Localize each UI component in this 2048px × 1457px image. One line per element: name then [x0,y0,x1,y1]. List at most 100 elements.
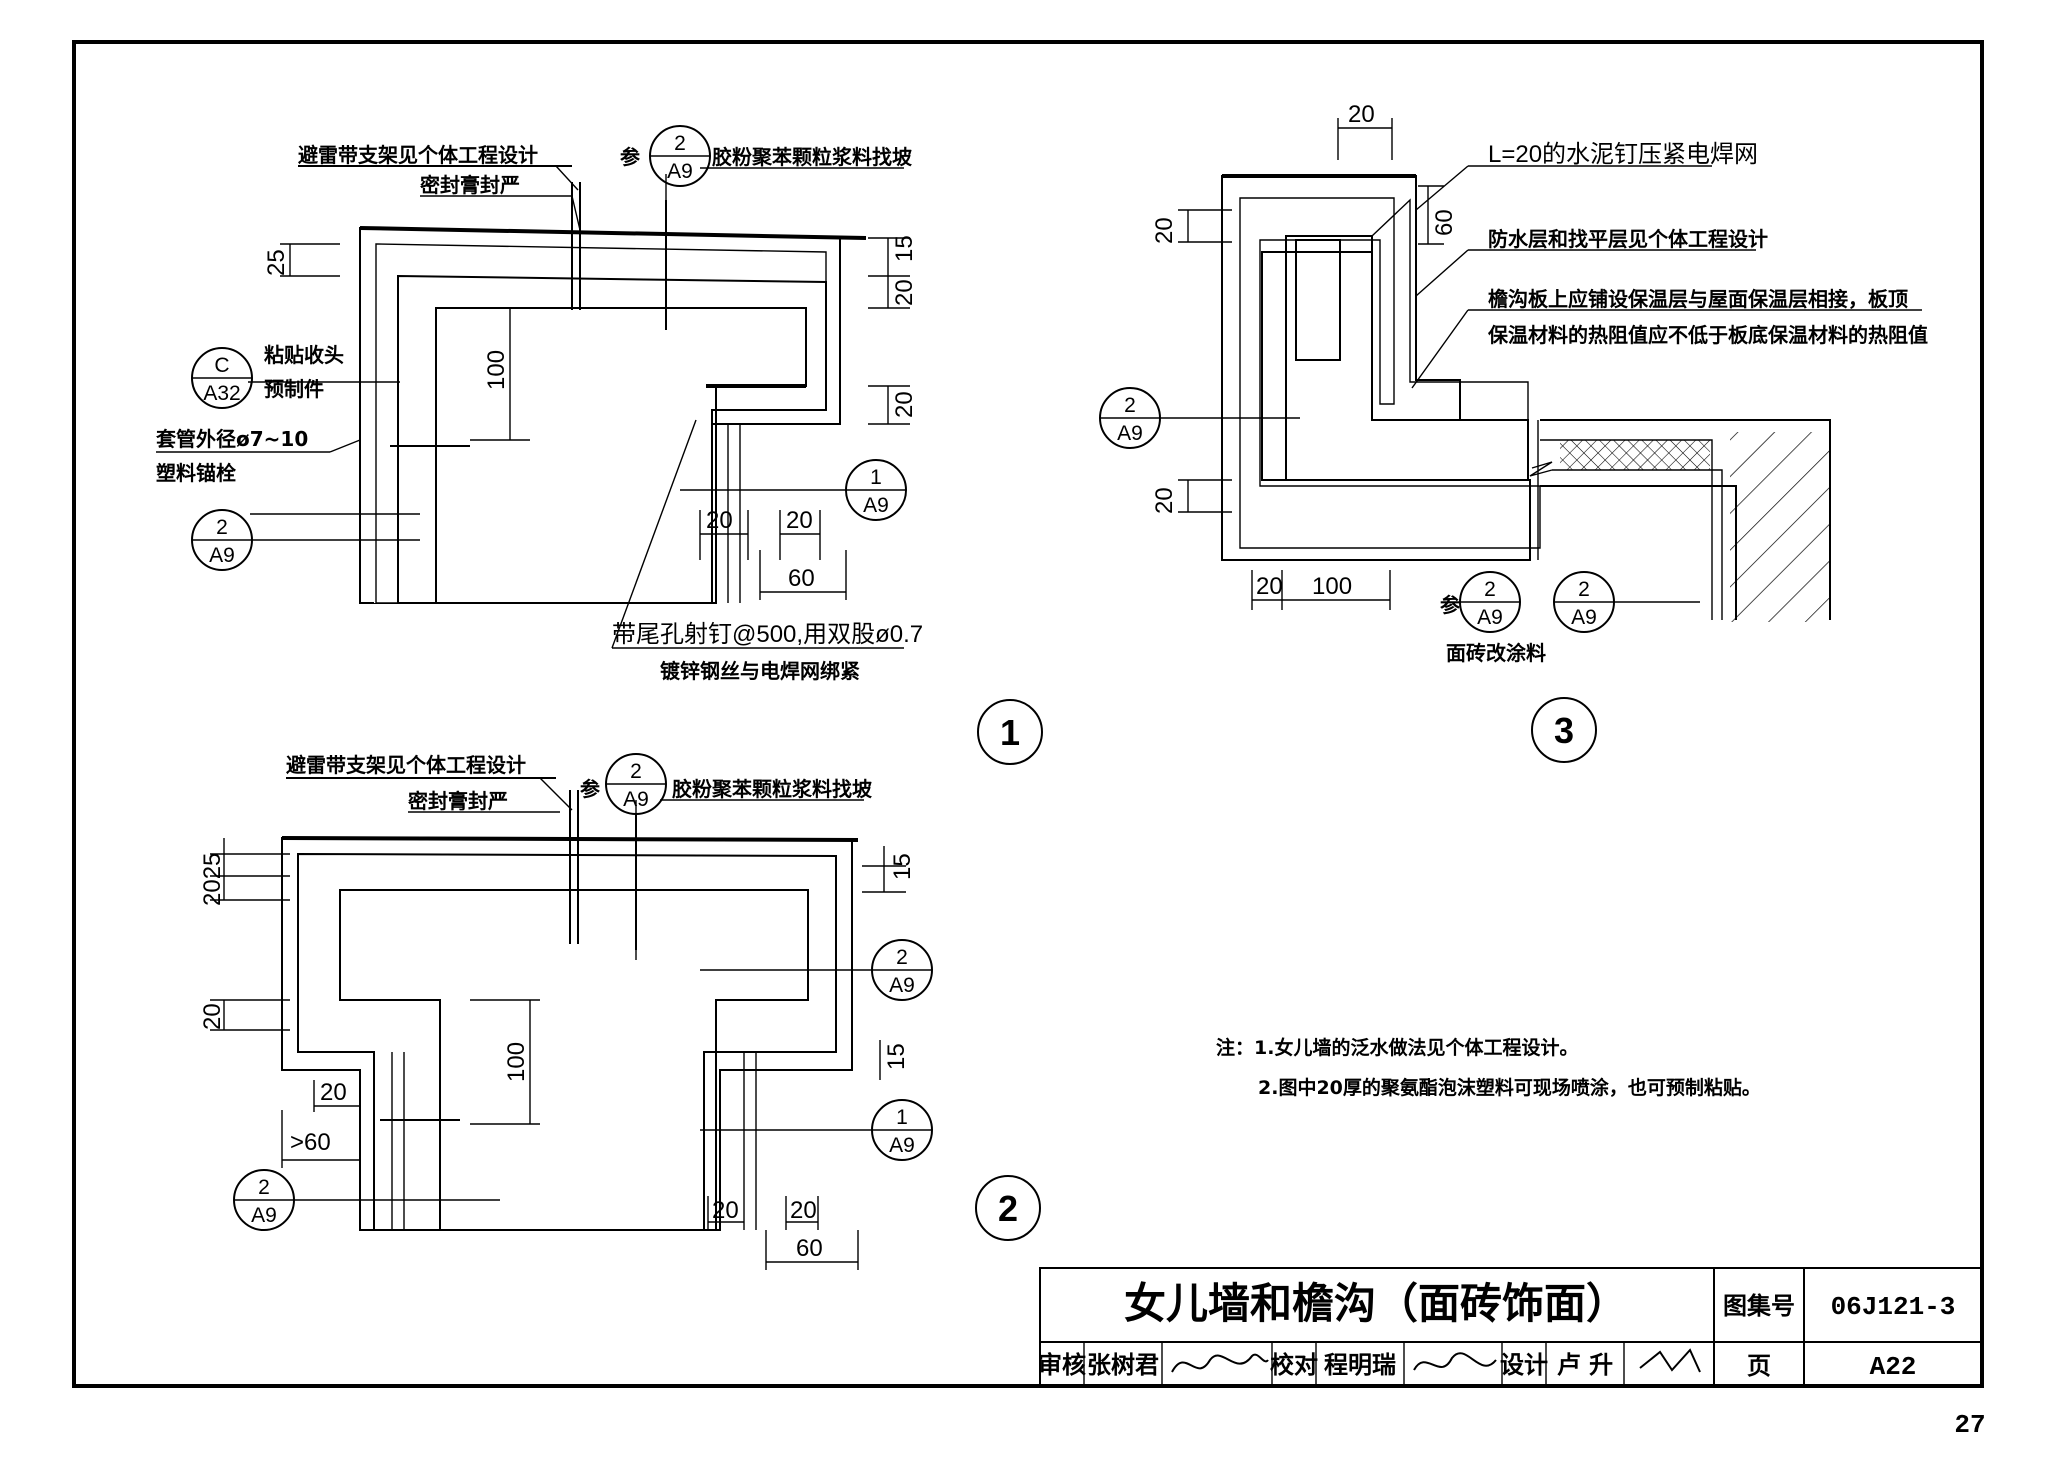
d2-dim-100: 100 [470,999,540,1125]
title-block-page-value: A22 [1870,1352,1917,1382]
svg-text:3: 3 [1554,710,1574,751]
svg-text:100: 100 [503,1042,530,1082]
svg-text:20: 20 [1151,487,1178,514]
checker-name: 程明瑞 [1324,1351,1396,1379]
d2-dims-right: 15 15 [862,846,916,1080]
svg-text:20: 20 [1256,573,1283,600]
d3-gutter2-label: 保温材料的热阻值应不低于板底保温材料的热阻值 [1487,323,1928,347]
svg-text:A9: A9 [889,974,915,997]
svg-text:60: 60 [796,1235,823,1262]
title-block: 女儿墙和檐沟（面砖饰面） 图集号 06J121-3 页 A22 审核 张树君 校… [1038,1267,1983,1387]
d1-ref-top: 2 A9 [649,125,711,187]
d2-ref-right-b: 1 A9 [700,1099,933,1161]
d2-detail-number: 2 [975,1175,1041,1241]
check-label: 校对 [1270,1351,1318,1379]
note-1: 注：1.女儿墙的泛水做法见个体工程设计。 [1216,1036,1578,1059]
svg-text:2: 2 [674,132,686,155]
svg-text:20: 20 [786,507,813,534]
d3-ref-mid: 2 A9 [1459,571,1521,633]
d2-ref-left: 2 A9 [233,1169,500,1231]
d1-ref-right: 1 A9 [680,459,907,521]
sheet-border [72,40,1984,1388]
svg-text:A9: A9 [1477,606,1503,629]
d1-ref-c-a32: C A32 [191,347,253,409]
d3-gutter1-label: 檐沟板上应铺设保温层与屋面保温层相接，板顶 [1488,287,1908,311]
svg-text:25: 25 [263,249,290,276]
note-2: 2.图中20厚的聚氨酯泡沫塑料可现场喷涂，也可预制粘贴。 [1258,1076,1761,1099]
d3-mesh-label: L=20的水泥钉压紧电焊网 [1488,141,1758,168]
svg-text:15: 15 [889,853,916,880]
d2-dims-left: 2025 20 [199,838,290,1031]
d1-mortar-label: 胶粉聚苯颗粒浆料找坡 [712,145,913,169]
d1-dims-bottom: 20 20 60 [699,507,847,600]
d2-ref-right-a: 2 A9 [700,939,933,1001]
svg-text:20: 20 [712,1197,739,1224]
svg-text:>60: >60 [290,1129,331,1156]
svg-text:A9: A9 [1117,422,1143,445]
svg-text:100: 100 [1312,573,1352,600]
d1-anchor-label: 套管外径ø7~10 [156,427,308,451]
d1-lightning-label: 避雷带支架见个体工程设计 [298,143,538,167]
svg-text:20: 20 [891,279,918,306]
svg-text:20: 20 [790,1197,817,1224]
svg-text:60: 60 [1431,209,1458,236]
review-label: 审核 [1038,1351,1086,1379]
svg-text:2: 2 [258,1176,270,1199]
d1-anchor2-label: 塑料锚栓 [156,461,236,485]
d1-ref-prefix: 参 [620,145,640,169]
detail-2: 避雷带支架见个体工程设计 密封膏封严 参 胶粉聚苯颗粒浆料找坡 2025 20 … [199,753,1041,1270]
d3-waterproof-label: 防水层和找平层见个体工程设计 [1488,227,1768,251]
svg-text:A32: A32 [203,382,240,405]
d1-closing-label: 粘贴收头 [264,343,344,367]
title-block-page-label: 页 [1747,1352,1771,1380]
checker-signature [1413,1352,1497,1371]
svg-text:15: 15 [891,235,918,262]
d1-closing2-label: 预制件 [264,377,324,401]
svg-text:2: 2 [216,516,228,539]
d3-detail-number: 3 [1531,697,1597,763]
d3-dims-top: 20 20 60 20 [1151,101,1458,514]
d1-nail2-label: 镀锌钢丝与电焊网绑紧 [660,659,860,683]
svg-text:A9: A9 [1571,606,1597,629]
svg-text:1: 1 [870,466,882,489]
d1-dim-100: 100 [470,308,530,441]
d1-sealant-label: 密封膏封严 [420,173,520,197]
d2-mortar-label: 胶粉聚苯颗粒浆料找坡 [672,777,873,801]
title-block-title: 女儿墙和檐沟（面砖饰面） [1124,1279,1628,1328]
d3-ref-prefix: 参 [1440,593,1460,617]
d2-sealant-label: 密封膏封严 [408,789,508,813]
svg-text:A9: A9 [209,544,235,567]
reviewer-name: 张树君 [1087,1351,1159,1379]
svg-text:A9: A9 [623,788,649,811]
svg-text:2: 2 [1124,394,1136,417]
d3-dims-bottom: 20 100 [1251,570,1391,610]
svg-text:20: 20 [891,391,918,418]
d3-ref-left: 2 A9 [1099,387,1300,449]
svg-text:20: 20 [706,507,733,534]
svg-text:15: 15 [883,1043,910,1070]
svg-text:20: 20 [1151,217,1178,244]
svg-text:1: 1 [1000,712,1020,753]
title-block-atlas-value: 06J121-3 [1831,1292,1956,1322]
d1-nail-label: 带尾孔射钉@500,用双股ø0.7 [612,621,923,648]
svg-text:A9: A9 [667,160,693,183]
d2-dims-bottom: 20 >60 20 20 60 [281,1079,859,1270]
detail-3: L=20的水泥钉压紧电焊网 防水层和找平层见个体工程设计 檐沟板上应铺设保温层与… [1099,101,1928,763]
d1-detail-number: 1 [977,699,1043,765]
svg-text:2: 2 [1484,578,1496,601]
designer-signature [1639,1348,1701,1373]
d1-ref-left: 2 A9 [191,509,420,571]
svg-text:A9: A9 [889,1134,915,1157]
svg-text:2: 2 [630,760,642,783]
d3-ref-right: 2 A9 [1553,571,1700,633]
d1-dim-25: 25 [263,243,340,277]
svg-text:C: C [214,354,229,377]
reviewer-signature [1171,1353,1269,1373]
detail-1: 避雷带支架见个体工程设计 密封膏封严 参 胶粉聚苯颗粒浆料找坡 粘贴收头 预制件… [156,125,1043,765]
svg-text:20: 20 [1348,101,1375,128]
d2-ref-top: 2 A9 [605,753,667,815]
svg-text:A9: A9 [251,1204,277,1227]
svg-text:20: 20 [199,1003,226,1030]
svg-text:2: 2 [896,946,908,969]
